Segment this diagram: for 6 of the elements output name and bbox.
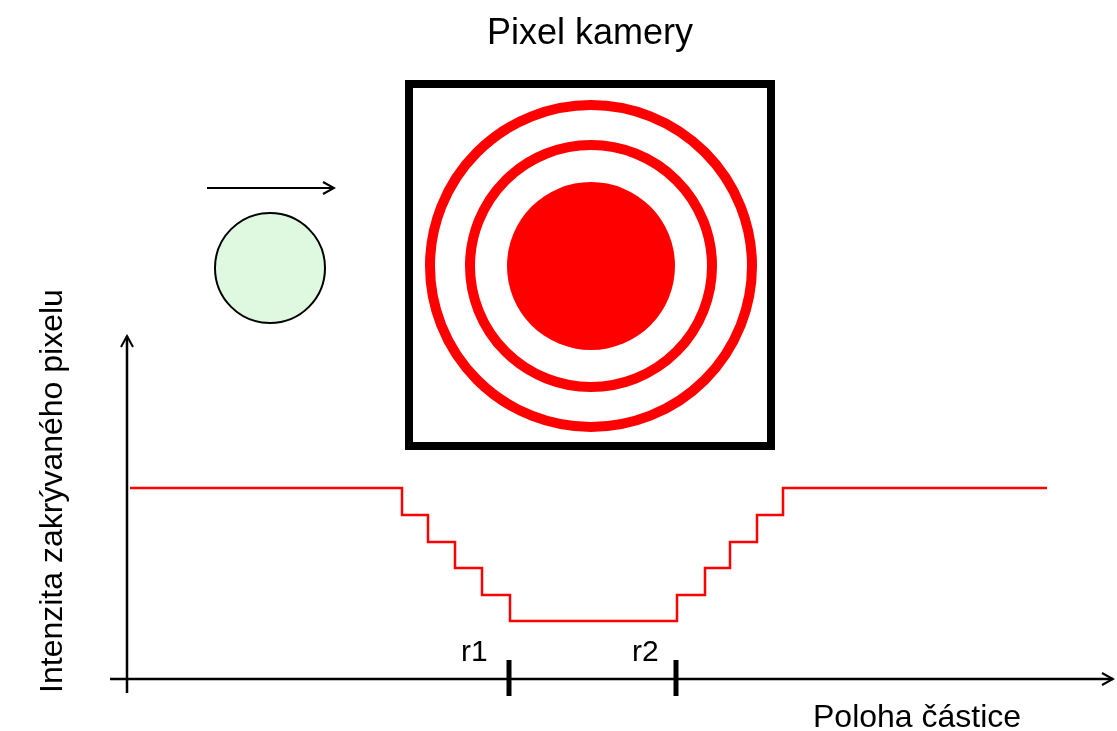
pixel-title: Pixel kamery [486, 14, 694, 50]
tick-label: r2 [632, 636, 659, 666]
axis-title: Poloha částice [813, 700, 1022, 731]
particle-circle [214, 212, 326, 324]
tick-label: r1 [461, 636, 488, 666]
axis-title: Intenzita zakrývaného pixelu [32, 288, 70, 695]
